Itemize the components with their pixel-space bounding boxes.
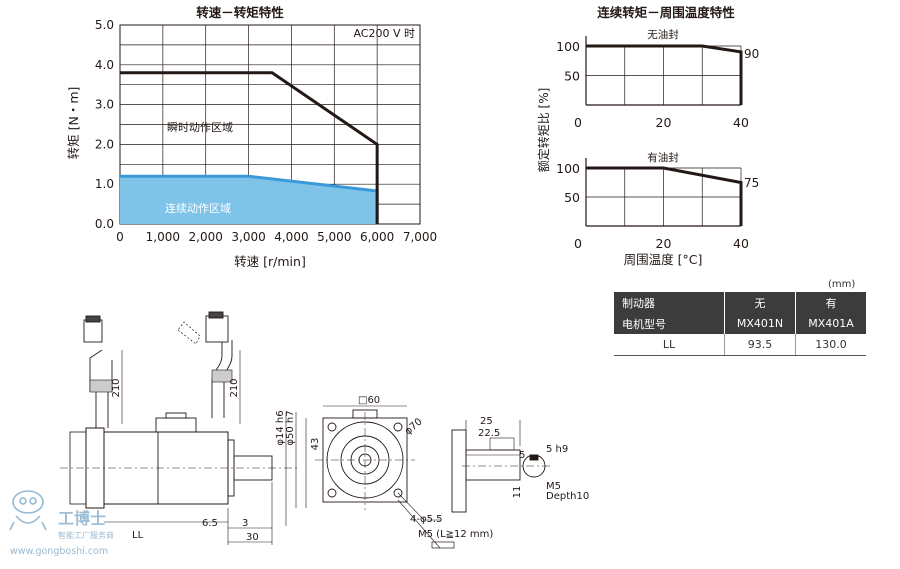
table-row: 电机型号 MX401N MX401A [614,313,866,334]
watermark-slogan: 智能工厂服务商 [58,530,114,540]
dim-label: 210 [111,378,122,397]
no-seal-label: 无油封 [647,28,679,41]
with-seal-line [586,166,743,226]
instant-region-line [120,71,379,224]
chart-title: 转速－转矩特性 [196,5,284,20]
dim-label: 43 [310,438,321,451]
voltage-annotation: AC200 V 时 [353,27,415,40]
dim-label: 25 [480,416,493,427]
x-tick-labels: 0 1,000 2,000 3,000 4,000 5,000 6,000 7,000 [116,230,437,244]
dim-label: 11 [512,486,523,499]
x-tick-label: 0 [574,115,582,130]
table-cell: 130.0 [795,334,866,356]
y-tick-label: 1.0 [95,177,114,191]
torque-ratio-line [586,44,743,105]
x-tick-label: 0 [116,230,124,244]
y-tick-label: 4.0 [95,58,114,72]
x-tick-label: 4,000 [274,230,308,244]
temp-y-axis-label: 额定转矩比 [%] [536,88,551,173]
dim-label: 5 [519,450,525,461]
chart-regions [120,71,379,224]
dim-label: 5 h9 [546,444,568,455]
watermark-logo: 工博士 智能工厂服务商 www.gongboshi.com [9,490,114,557]
y-tick-label: 50 [564,190,580,205]
table-unit: (mm) [828,279,856,290]
y-tick-label: 5.0 [95,18,114,32]
continuous-region-fill [120,176,378,224]
speed-torque-chart: 转速－转矩特性 0 1,000 2,000 3,000 4,000 5,000 6,000 7… [66,5,437,269]
upper-end-label: 90 [744,47,759,61]
y-tick-label: 0.0 [95,217,114,231]
dim-label: M5 [546,481,561,492]
x-tick-label: 7,000 [403,230,437,244]
y-tick-label: 100 [556,39,580,54]
lower-end-label: 75 [744,176,759,190]
dim-label: Depth10 [546,491,589,502]
x-tick-label: 20 [656,115,672,130]
dim-label: 3 [242,518,248,529]
x-axis-label: 转速 [r/min] [234,254,306,269]
dim-label: M5 (L≧12 mm) [418,529,493,540]
with-seal-label: 有油封 [647,151,679,164]
y-tick-label: 50 [564,69,580,84]
dim-label: LL [132,530,144,541]
motor-side-view [60,311,307,545]
robot-mascot-icon [9,490,47,531]
x-tick-label: 1,000 [146,230,180,244]
dim-label: 22.5 [478,428,500,439]
y-tick-label: 2.0 [95,137,114,151]
table-cell: LL [614,334,725,356]
table-cell: 无 [724,292,796,313]
temperature-chart: 连续转矩－周围温度特性 50 100 0 20 40 50 100 0 20 40 无油封 有油… [536,5,759,267]
x-tick-label: 2,000 [189,230,223,244]
no-seal-line [586,44,743,105]
spec-table: 制动器 无 有 电机型号 MX401N MX401A LL 93.5 130.0 [614,292,866,356]
dim-label: 30 [246,532,259,543]
dim-label: 6.5 [202,518,218,529]
x-tick-label: 40 [733,236,749,251]
watermark-brand: 工博士 [58,509,106,528]
dim-label: 4-φ5.5 [410,514,442,525]
y-tick-labels: 0.0 1.0 2.0 3.0 4.0 5.0 [95,18,114,231]
x-tick-label: 5,000 [317,230,351,244]
x-tick-label: 0 [574,236,582,251]
table-cell: MX401N [724,313,796,334]
upper-tick-labels: 50 100 0 20 40 [556,39,749,130]
table-cell: 制动器 [614,292,725,313]
dim-label: 210 [229,378,240,397]
dim-label: φ14 h6 [275,410,286,445]
temp-x-axis-label: 周围温度 [°C] [624,252,703,267]
table-cell: MX401A [795,313,866,334]
table-cell: 有 [795,292,866,313]
table-row: 制动器 无 有 [614,292,866,313]
y-tick-label: 3.0 [95,98,114,112]
temp-chart-title: 连续转矩－周围温度特性 [597,5,735,20]
y-tick-label: 100 [556,161,580,176]
lower-tick-labels: 50 100 0 20 40 [556,161,749,251]
x-tick-label: 40 [733,115,749,130]
x-tick-label: 6,000 [360,230,394,244]
continuous-region-label: 连续动作区域 [165,201,231,215]
x-tick-label: 20 [656,236,672,251]
shaft-detail-view [451,420,552,513]
dim-label: φ50 h7 [285,410,296,445]
watermark-url: www.gongboshi.com [10,546,108,557]
torque-ratio-line [586,166,743,226]
instant-region-label: 瞬时动作区域 [167,121,233,134]
dim-label: φ70 [403,416,425,437]
table-cell: 电机型号 [614,313,725,334]
motor-front-view [315,405,455,549]
table-cell: 93.5 [724,334,796,356]
dim-label: □60 [358,395,380,406]
dimension-drawing: 210 210 6.5 3 LL 30 φ14 h6 φ50 h7 43 □60… [60,311,589,549]
y-axis-label: 转矩 [N・m] [66,87,81,160]
table-row: LL 93.5 130.0 [614,334,866,356]
dimension-labels: 210 210 6.5 3 LL 30 φ14 h6 φ50 h7 43 □60… [111,378,589,543]
x-tick-label: 3,000 [231,230,265,244]
